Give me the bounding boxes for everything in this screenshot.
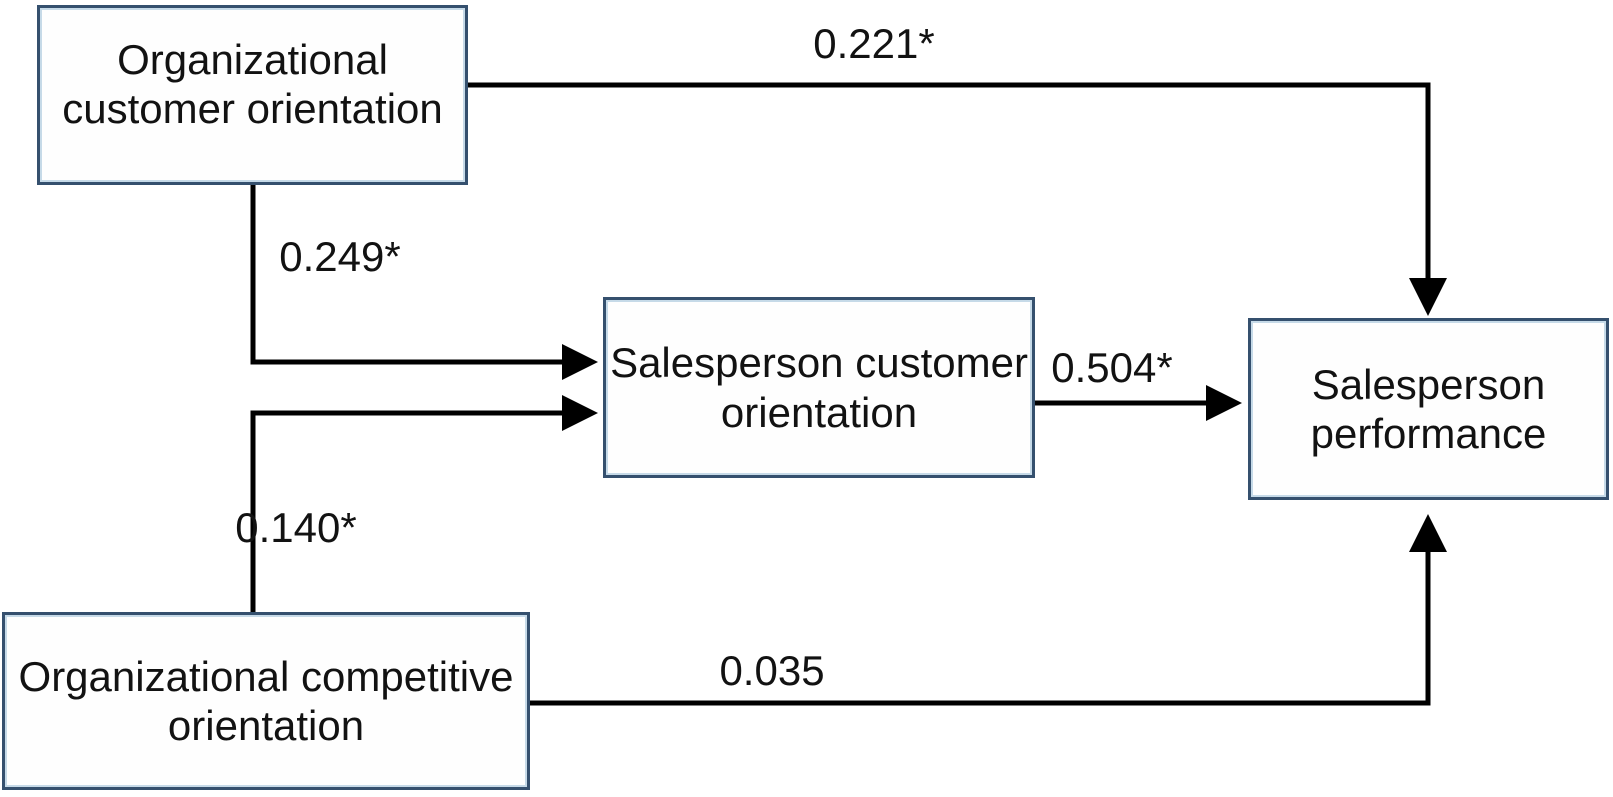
edge-occ-to-performance-line xyxy=(468,82,1431,280)
edge-oco-to-performance-arrowhead-icon xyxy=(1409,514,1447,552)
node-label-line: customer orientation xyxy=(62,85,443,132)
node-label-line: Organizational xyxy=(117,35,388,83)
node-label-line: performance xyxy=(1310,410,1547,457)
edge-coefficient-oco-to-spc: 0.140* xyxy=(235,504,357,551)
node-salesperson-performance: Salesperson performance xyxy=(1248,318,1609,500)
edge-oco-to-spc-arrowhead-icon xyxy=(562,395,598,431)
edge-coefficient-spc-to-performance: 0.504* xyxy=(1051,344,1173,391)
edge-spc-to-performance-arrowhead-icon xyxy=(1206,385,1242,421)
node-organizational-customer-orientation: Organizational customer orientation xyxy=(37,5,468,185)
edge-coefficient-occ-to-performance: 0.221* xyxy=(813,20,935,67)
node-organizational-competitive-orientation: Organizational competitive orientation xyxy=(2,612,530,790)
node-label-line: Organizational competitive xyxy=(18,652,514,700)
node-label-line: orientation xyxy=(720,388,918,436)
edge-coefficient-occ-to-spc: 0.249* xyxy=(279,233,401,280)
edge-occ-to-spc-arrowhead-icon xyxy=(562,344,598,380)
node-label-line: orientation xyxy=(167,702,365,749)
edge-coefficient-oco-to-performance: 0.035 xyxy=(719,647,825,694)
edge-oco-to-performance-line xyxy=(530,550,1431,706)
edge-occ-to-performance-arrowhead-icon xyxy=(1409,278,1447,316)
node-salesperson-customer-orientation: Salesperson customer orientation xyxy=(603,297,1035,478)
node-label-line: Salesperson customer xyxy=(610,339,1028,387)
node-label-line: Salesperson xyxy=(1311,360,1546,408)
